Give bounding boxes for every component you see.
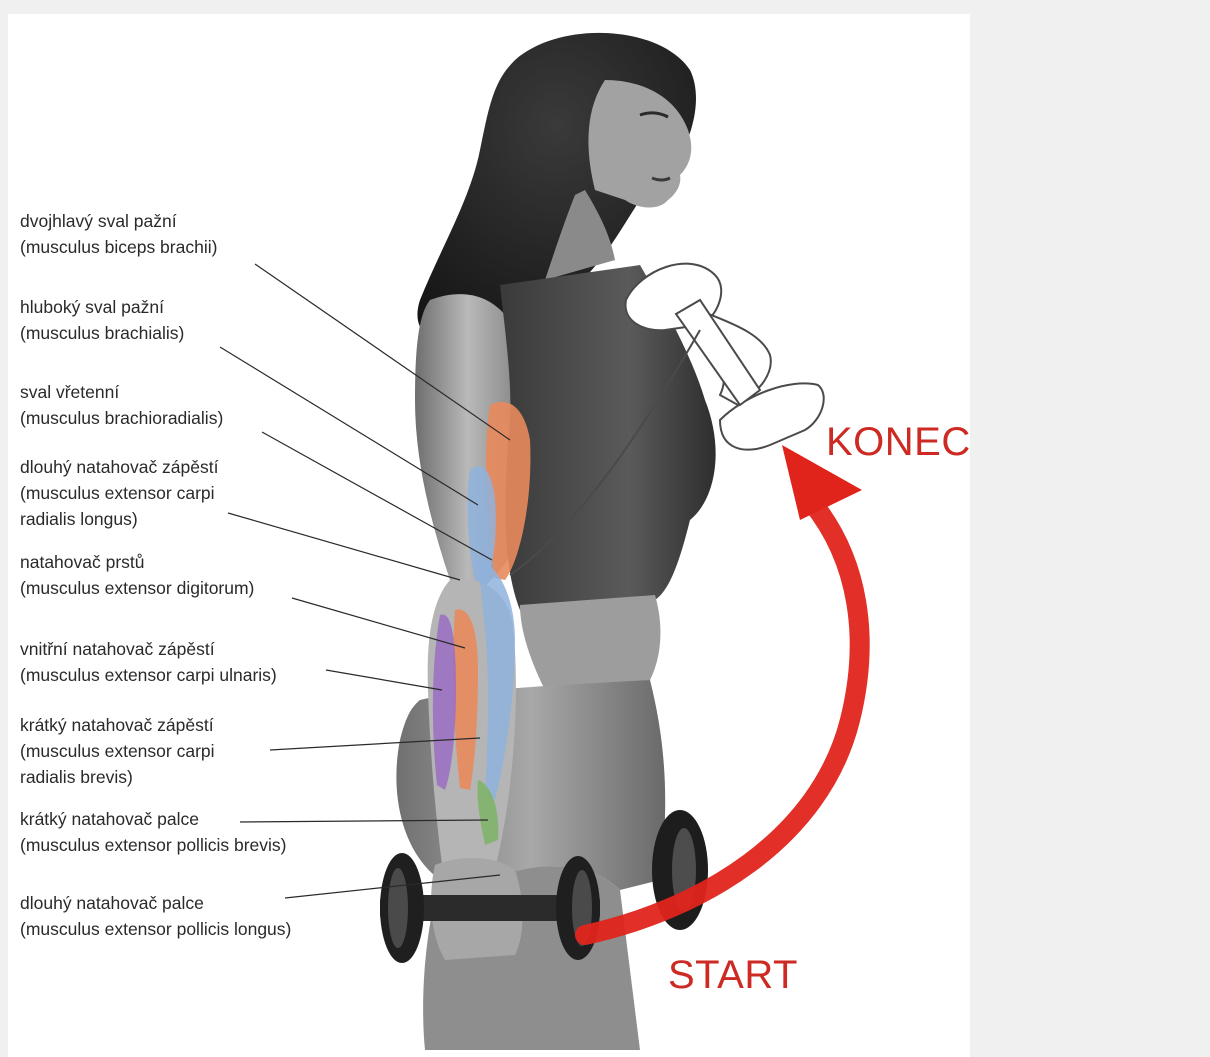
label-brachioradialis: sval vřetenní (musculus brachioradialis) [20, 379, 380, 431]
label-extensor-pollicis-brevis: krátký natahovač palce (musculus extenso… [20, 806, 380, 858]
end-position-label: KONEC [826, 422, 971, 462]
torso-midriff [520, 595, 660, 690]
label-latin: (musculus extensor pollicis brevis) [20, 832, 380, 858]
label-brachialis: hluboký sval pažní (musculus brachialis) [20, 294, 380, 346]
label-latin: (musculus extensor carpi [20, 738, 380, 764]
start-position-label: START [668, 955, 798, 995]
label-czech: krátký natahovač palce [20, 806, 380, 832]
label-extensor-carpi-radialis-brevis: krátký natahovač zápěstí (musculus exten… [20, 712, 380, 790]
label-czech: vnitřní natahovač zápěstí [20, 636, 380, 662]
label-czech: natahovač prstů [20, 549, 380, 575]
label-extensor-digitorum: natahovač prstů (musculus extensor digit… [20, 549, 380, 601]
label-extensor-carpi-radialis-longus: dlouhý natahovač zápěstí (musculus exten… [20, 454, 380, 532]
label-czech: krátký natahovač zápěstí [20, 712, 380, 738]
label-latin-cont: radialis brevis) [20, 764, 380, 790]
label-biceps-brachii: dvojhlavý sval pažní (musculus biceps br… [20, 208, 380, 260]
label-latin: (musculus extensor pollicis longus) [20, 916, 380, 942]
label-latin-cont: radialis longus) [20, 506, 380, 532]
label-czech: dlouhý natahovač palce [20, 890, 380, 916]
label-latin: (musculus extensor carpi [20, 480, 380, 506]
label-czech: dlouhý natahovač zápěstí [20, 454, 380, 480]
label-extensor-carpi-ulnaris: vnitřní natahovač zápěstí (musculus exte… [20, 636, 380, 688]
label-extensor-pollicis-longus: dlouhý natahovač palce (musculus extenso… [20, 890, 380, 942]
label-latin: (musculus extensor carpi ulnaris) [20, 662, 380, 688]
label-latin: (musculus biceps brachii) [20, 234, 380, 260]
label-czech: dvojhlavý sval pažní [20, 208, 380, 234]
label-czech: sval vřetenní [20, 379, 380, 405]
label-czech: hluboký sval pažní [20, 294, 380, 320]
label-latin: (musculus brachialis) [20, 320, 380, 346]
label-latin: (musculus extensor digitorum) [20, 575, 380, 601]
label-latin: (musculus brachioradialis) [20, 405, 380, 431]
